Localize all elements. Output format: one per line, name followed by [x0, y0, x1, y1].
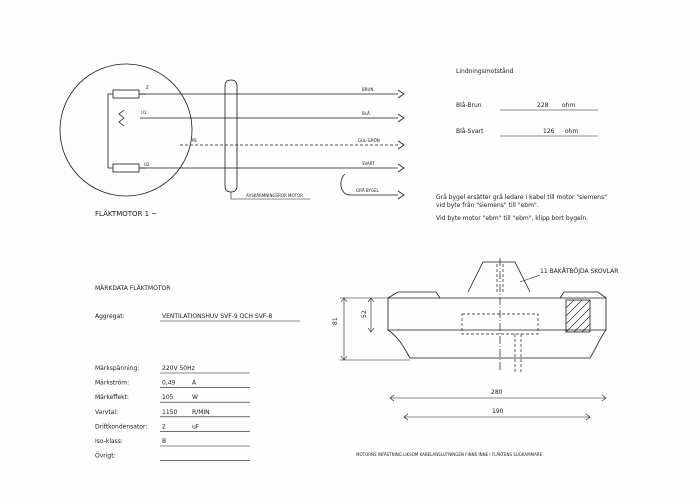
motor-shaft-hidden — [496, 262, 504, 292]
wiring-diagram: Z U2 U1 PE BRUN BLÅ GUL-GRÖN SVART GRÅ B… — [59, 63, 405, 218]
res-row-2-label: Blå-Svart — [456, 128, 484, 135]
winding-zigzag — [118, 109, 125, 127]
rating-label: Driftkondensator: — [95, 423, 147, 430]
res-row-1-value: 228 — [537, 102, 549, 109]
mount-note: MOTORNS INFÄSTNING LIKSOM KABELANSLUTNIN… — [356, 452, 543, 457]
ratings-title: MÄRKDATA FLÄKTMOTOR — [95, 285, 170, 292]
rating-value: 2 — [162, 423, 166, 430]
aggregate-value: VENTILATIONSHUV SVF-9 OCH SVF-8 — [162, 313, 272, 320]
label-bla: BLÅ — [362, 111, 370, 116]
arrow-gra — [397, 190, 405, 200]
blades-label: 11 BAKÅTBÖJDA SKOVLAR — [540, 268, 618, 275]
fan-top-rim — [387, 291, 607, 299]
dim-190-arrows — [403, 413, 591, 421]
winding-link-right — [139, 93, 146, 169]
fan-drawing: 11 BAKÅTBÖJDA SKOVLAR 81 — [332, 258, 618, 457]
rating-label: Märkeffekt: — [95, 394, 129, 401]
rating-value: 220V 50Hz — [162, 365, 195, 372]
rating-label: Märkström: — [95, 380, 129, 387]
motor-housing — [467, 261, 531, 293]
blade-hatching — [565, 299, 591, 333]
label-gra-bygel: GRÅ BYGEL — [356, 188, 379, 193]
motor-label: FLÄKTMOTOR 1 ~ — [95, 209, 157, 218]
res-row-2-unit: ohm — [565, 128, 578, 135]
rating-value: 105 — [162, 394, 174, 401]
dim-52-text: 52 — [361, 310, 368, 318]
ratings-table: MÄRKDATA FLÄKTMOTOR Aggregat: VENTILATIO… — [95, 285, 300, 461]
rating-value: 0,49 — [162, 380, 176, 387]
arrow-gulgron — [397, 140, 405, 150]
rating-value: 1150 — [162, 409, 177, 416]
note-line-1: Grå bygel ersätter grå ledare i kabel ti… — [436, 194, 607, 201]
dim-81-text: 81 — [332, 317, 339, 325]
winding-top — [112, 89, 140, 99]
rating-unit: R/MIN — [192, 409, 210, 416]
arrow-brun — [397, 89, 405, 99]
rating-label: Märkspänning: — [95, 365, 139, 372]
winding-bottom — [112, 163, 140, 173]
dim-280-text: 280 — [491, 389, 503, 396]
rating-label: Övrigt: — [95, 453, 116, 460]
terminal-u1: U1 — [141, 110, 147, 115]
label-svart: SVART — [362, 161, 375, 166]
shield-label: AVSKÄRMNINGSROR MOTOR — [246, 193, 303, 198]
dim-52-arrows — [367, 297, 375, 333]
winding-link-left — [107, 93, 113, 169]
res-row-2-value: 126 — [543, 128, 555, 135]
note-line-2: vid byte från "siemens" till "ebm". — [436, 202, 539, 209]
arrow-bla — [397, 113, 405, 123]
dim-190-text: 190 — [492, 408, 504, 415]
terminal-z: Z — [146, 85, 149, 90]
aggregate-label: Aggregat: — [95, 313, 125, 320]
fan-bottom-flare — [387, 329, 607, 359]
resistance-title: Lindningsmotstånd — [456, 68, 514, 75]
shield-leader — [230, 192, 310, 200]
shield-tube — [224, 79, 238, 193]
rating-label: Varvtal: — [95, 409, 118, 416]
rating-unit: W — [192, 394, 198, 401]
rating-unit: A — [192, 380, 197, 387]
motor-center-hidden — [514, 334, 522, 372]
res-row-1-unit: ohm — [562, 102, 575, 109]
gray-jumper — [340, 173, 398, 196]
dim-280-arrows — [389, 394, 607, 402]
label-gulgron: GUL-GRÖN — [358, 138, 380, 143]
motor-circle — [59, 63, 193, 197]
terminal-u2: U2 — [144, 162, 150, 167]
res-row-1-label: Blå-Brun — [456, 102, 482, 109]
jumper-notes: Grå bygel ersätter grå ledare i kabel ti… — [436, 194, 607, 222]
rating-label: Iso-klass: — [95, 438, 123, 445]
rating-value: B — [162, 438, 166, 445]
note-line-3: Vid byte motor "ebm" till "ebm", klipp b… — [436, 215, 588, 222]
blades-leader — [519, 274, 541, 283]
rating-unit: uF — [192, 423, 200, 430]
arrow-svart — [397, 163, 405, 173]
resistance-table: Lindningsmotstånd Blå-Brun 228 ohm Blå-S… — [456, 68, 598, 137]
dim-81-ext — [340, 297, 410, 361]
label-brun: BRUN — [362, 87, 373, 92]
terminal-pe: PE — [192, 138, 197, 143]
